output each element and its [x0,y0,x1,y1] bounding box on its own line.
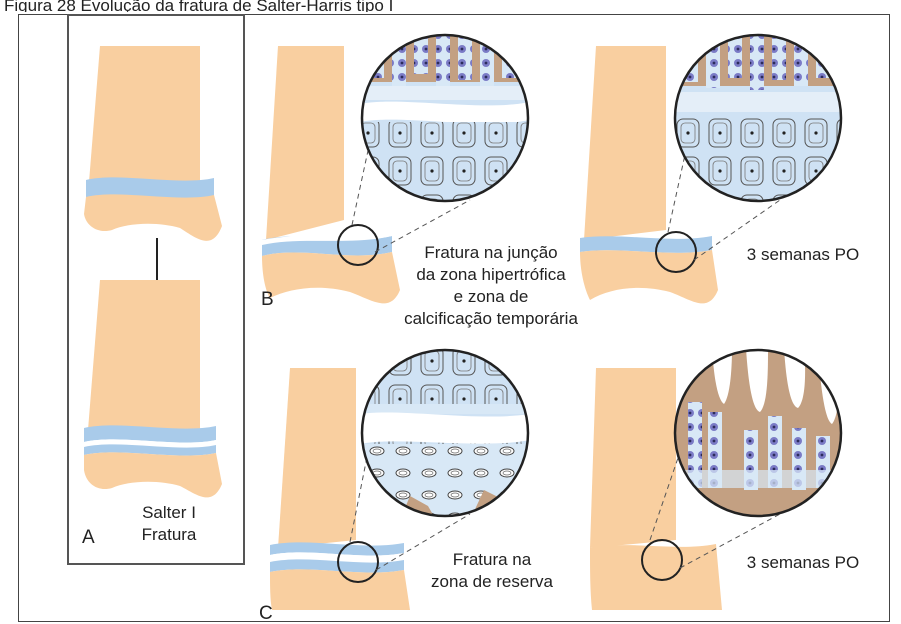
panel-a-letter: A [82,527,95,549]
panel-a-label-line1: Salter I [126,502,212,524]
panel-a-fractured-bone [84,280,222,497]
panel-b-annotation-line4: calcificação temporária [382,308,600,330]
panel-a-label: Salter I Fratura [126,502,212,546]
panel-b-followup: 3 semanas PO [738,244,868,266]
panel-b-annotation-line3: e zona de [382,286,600,308]
panel-c-annotation-line1: Fratura na [412,549,572,571]
panel-b-letter: B [261,289,274,311]
panel-b-annotation: Fratura na junção da zona hipertrófica e… [382,242,600,330]
panel-b-annotation-line1: Fratura na junção [382,242,600,264]
panel-a-intact-bone [84,46,222,241]
panel-c-letter: C [259,603,273,621]
panel-c-followup: 3 semanas PO [738,552,868,574]
panel-c-annotation: Fratura na zona de reserva [412,549,572,593]
panel-c-healed-magnified-view [672,348,844,518]
panel-c-annotation-line2: zona de reserva [412,571,572,593]
panel-b-annotation-line2: da zona hipertrófica [382,264,600,286]
panel-a-label-line2: Fratura [126,524,212,546]
